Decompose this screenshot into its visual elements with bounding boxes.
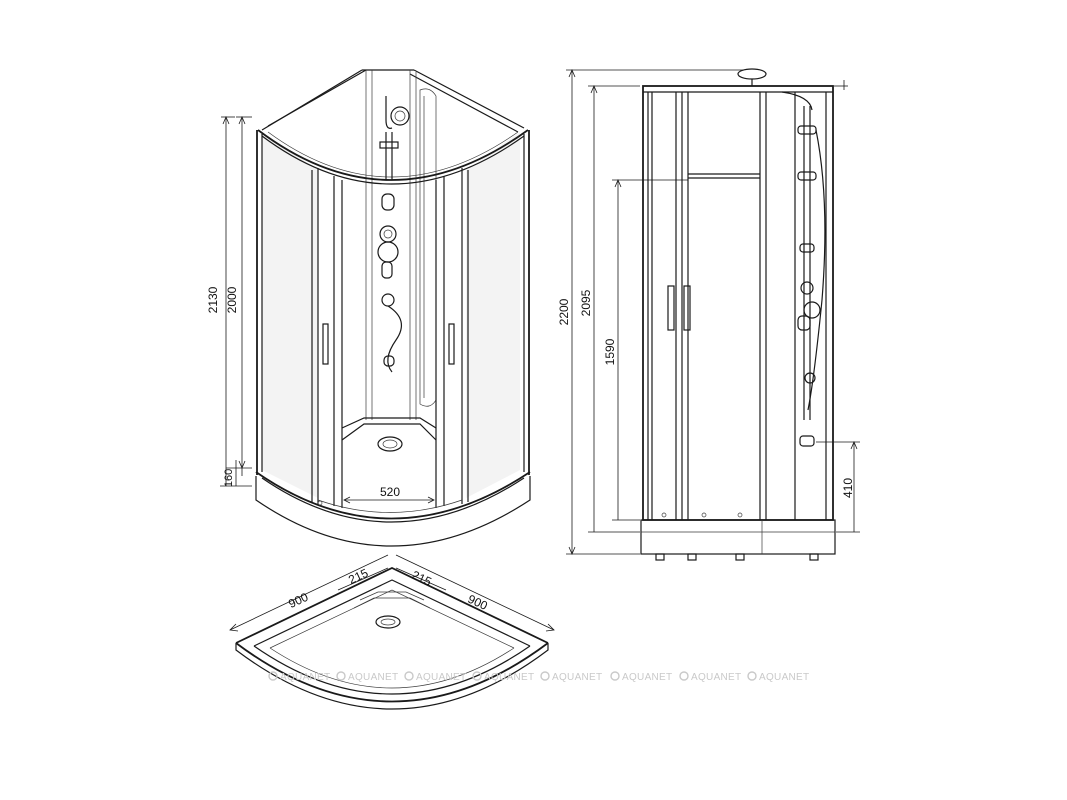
aquanet-logo-icon (540, 671, 550, 681)
watermark-text: AQUANET (348, 672, 398, 683)
dim-side-rail-height: 1590 (603, 338, 617, 365)
dim-front-door-width: 520 (380, 485, 400, 499)
dim-tray-depth-right: 900 (466, 592, 490, 613)
dim-front-cabin-height: 2000 (225, 286, 239, 313)
watermark-text: AQUANET (280, 672, 330, 683)
dim-tray-depth-left: 900 (286, 590, 310, 611)
dim-side-total-height: 2200 (557, 298, 571, 325)
aquanet-logo-icon (268, 671, 278, 681)
front-view (220, 69, 531, 547)
dim-side-cabin-height: 2095 (579, 289, 593, 316)
watermark-text: AQUANET (484, 672, 534, 683)
dim-front-total-height: 2130 (206, 286, 220, 313)
aquanet-logo-icon (404, 671, 414, 681)
aquanet-logo-icon (747, 671, 757, 681)
watermark-row: AQUANET AQUANET AQUANET AQUANET AQUANET … (268, 671, 809, 683)
watermark-text: AQUANET (691, 672, 741, 683)
watermark-text: AQUANET (759, 672, 809, 683)
watermark-text: AQUANET (622, 672, 672, 683)
aquanet-logo-icon (679, 671, 689, 681)
tray-view (229, 554, 555, 710)
watermark-text: AQUANET (552, 672, 602, 683)
dim-side-spout-height: 410 (841, 478, 855, 498)
aquanet-logo-icon (610, 671, 620, 681)
watermark-text: AQUANET (416, 672, 466, 683)
aquanet-logo-icon (472, 671, 482, 681)
dim-tray-front-left: 215 (346, 566, 370, 587)
side-view (566, 68, 860, 561)
dim-front-tray-height: 160 (223, 469, 235, 487)
aquanet-logo-icon (336, 671, 346, 681)
